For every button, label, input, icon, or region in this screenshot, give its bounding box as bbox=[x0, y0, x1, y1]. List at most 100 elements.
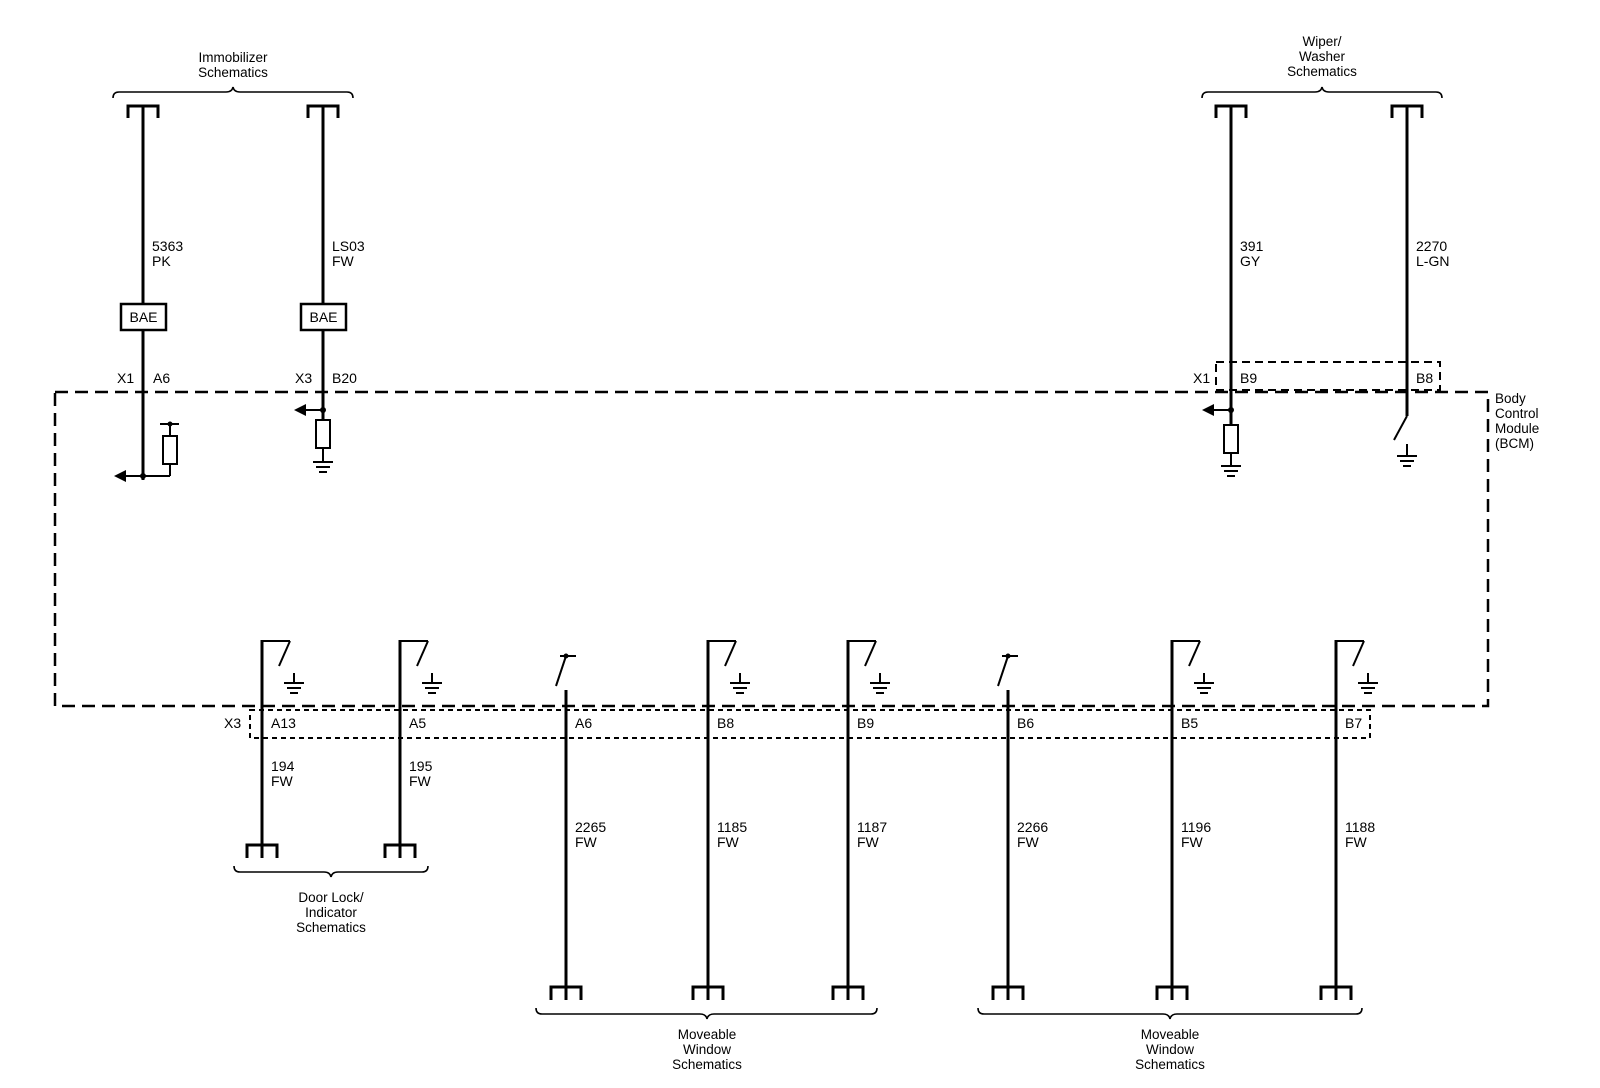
resistor-icon bbox=[1223, 424, 1239, 454]
connector-id: X1 bbox=[1193, 370, 1210, 386]
wire-color: FW bbox=[1345, 834, 1368, 850]
module-label-line-1: Body bbox=[1495, 391, 1526, 406]
wire-color: FW bbox=[271, 773, 294, 789]
pin-id: B7 bbox=[1345, 715, 1362, 731]
wire-5363: 5363 PK BAE X1 A6 bbox=[114, 104, 183, 482]
x1-connector-box bbox=[1215, 361, 1441, 391]
ground-icon bbox=[1397, 455, 1417, 467]
pin-id: B5 bbox=[1181, 715, 1198, 731]
ground-icon bbox=[1221, 465, 1241, 477]
inline-box-label: BAE bbox=[309, 309, 337, 325]
pin-id: B9 bbox=[857, 715, 874, 731]
ground-icon bbox=[870, 682, 890, 694]
door-lock-header-line-3: Schematics bbox=[296, 920, 366, 935]
wiper-header-line-1: Wiper/ bbox=[1302, 34, 1341, 49]
module-label-line-4: (BCM) bbox=[1495, 436, 1534, 451]
wire-2270: 2270 L-GN B8 bbox=[1390, 104, 1449, 467]
window-left-header-line-1: Moveable bbox=[678, 1027, 737, 1042]
window-right-header-line-1: Moveable bbox=[1141, 1027, 1200, 1042]
wire-2265: A6 2265 FW bbox=[549, 653, 606, 1000]
connector-id: X1 bbox=[117, 370, 134, 386]
wire-color: FW bbox=[575, 834, 598, 850]
door-lock-header-line-2: Indicator bbox=[305, 905, 357, 920]
connector-terminal-icon bbox=[549, 985, 583, 1000]
circuit-number: 1188 bbox=[1345, 819, 1375, 835]
window-left-brace bbox=[535, 1007, 878, 1020]
wire-1185: B8 1185 FW bbox=[691, 640, 750, 1000]
ground-icon bbox=[1358, 682, 1378, 694]
wire-1187: B9 1187 FW bbox=[831, 640, 890, 1000]
circuit-number: 2270 bbox=[1416, 238, 1447, 254]
switch-icon bbox=[997, 655, 1009, 687]
pin-id: A13 bbox=[271, 715, 296, 731]
switch-icon bbox=[1188, 640, 1201, 667]
wire-194: A13 194 FW bbox=[245, 640, 304, 858]
pin-id: A6 bbox=[153, 370, 170, 386]
switch-icon bbox=[1393, 415, 1408, 441]
wire-1188: B7 1188 FW bbox=[1319, 640, 1378, 1000]
circuit-number: 1185 bbox=[717, 819, 747, 835]
window-left-header-line-2: Window bbox=[683, 1042, 731, 1057]
window-right-header-line-2: Window bbox=[1146, 1042, 1194, 1057]
circuit-number: 5363 bbox=[152, 238, 183, 254]
pin-id: A6 bbox=[575, 715, 592, 731]
wiper-header-line-2: Washer bbox=[1299, 49, 1346, 64]
connector-terminal-icon bbox=[691, 985, 725, 1000]
wire-ls03: LS03 FW BAE X3 B20 bbox=[294, 104, 365, 473]
pin-id: B20 bbox=[332, 370, 357, 386]
wire-1196: B5 1196 FW bbox=[1155, 640, 1214, 1000]
ground-icon bbox=[1194, 682, 1214, 694]
connector-terminal-icon bbox=[831, 985, 865, 1000]
wire-color: FW bbox=[1017, 834, 1040, 850]
wire-2266: B6 2266 FW bbox=[991, 653, 1048, 1000]
connector-terminal-icon bbox=[991, 985, 1025, 1000]
resistor-icon bbox=[315, 419, 331, 449]
wiper-brace bbox=[1201, 86, 1443, 99]
circuit-number: 1196 bbox=[1181, 819, 1211, 835]
window-right-header-line-3: Schematics bbox=[1135, 1057, 1205, 1072]
wire-color: L-GN bbox=[1416, 253, 1449, 269]
door-lock-brace bbox=[233, 865, 429, 878]
x3-connector-box bbox=[249, 709, 1371, 739]
wiper-header-line-3: Schematics bbox=[1287, 64, 1357, 79]
circuit-number: 391 bbox=[1240, 238, 1264, 254]
ground-icon bbox=[730, 682, 750, 694]
door-lock-header-line-1: Door Lock/ bbox=[298, 890, 364, 905]
switch-icon bbox=[724, 640, 737, 667]
bottom-connector-id: X3 bbox=[224, 715, 241, 731]
connector-terminal-icon bbox=[1319, 985, 1353, 1000]
circuit-number: LS03 bbox=[332, 238, 365, 254]
window-right-brace bbox=[977, 1007, 1363, 1020]
wire-color: FW bbox=[409, 773, 432, 789]
wire-color: FW bbox=[717, 834, 740, 850]
connector-id: X3 bbox=[295, 370, 312, 386]
signal-arrow-icon bbox=[114, 470, 126, 482]
connector-terminal-icon bbox=[383, 843, 417, 858]
wire-391: 391 GY X1 B9 bbox=[1193, 104, 1264, 477]
switch-icon bbox=[555, 655, 567, 687]
signal-arrow-icon bbox=[294, 404, 306, 416]
pin-id: B8 bbox=[717, 715, 734, 731]
resistor-icon bbox=[162, 435, 178, 465]
pin-id: B8 bbox=[1416, 370, 1433, 386]
pin-id: B6 bbox=[1017, 715, 1034, 731]
switch-icon bbox=[278, 640, 291, 667]
ground-icon bbox=[422, 682, 442, 694]
circuit-number: 2265 bbox=[575, 819, 606, 835]
circuit-number: 2266 bbox=[1017, 819, 1048, 835]
connector-terminal-icon bbox=[1155, 985, 1189, 1000]
wire-color: PK bbox=[152, 253, 171, 269]
ground-icon bbox=[313, 461, 333, 473]
ground-icon bbox=[284, 682, 304, 694]
wire-195: A5 195 FW bbox=[383, 640, 442, 858]
inline-box bbox=[119, 302, 168, 332]
signal-arrow-icon bbox=[1202, 404, 1214, 416]
switch-icon bbox=[1352, 640, 1365, 667]
wire-color: FW bbox=[332, 253, 355, 269]
bcm-module-boundary bbox=[53, 390, 1490, 708]
pin-id: A5 bbox=[409, 715, 426, 731]
window-left-header-line-3: Schematics bbox=[672, 1057, 742, 1072]
wire-color: FW bbox=[1181, 834, 1204, 850]
wire-color: GY bbox=[1240, 253, 1261, 269]
